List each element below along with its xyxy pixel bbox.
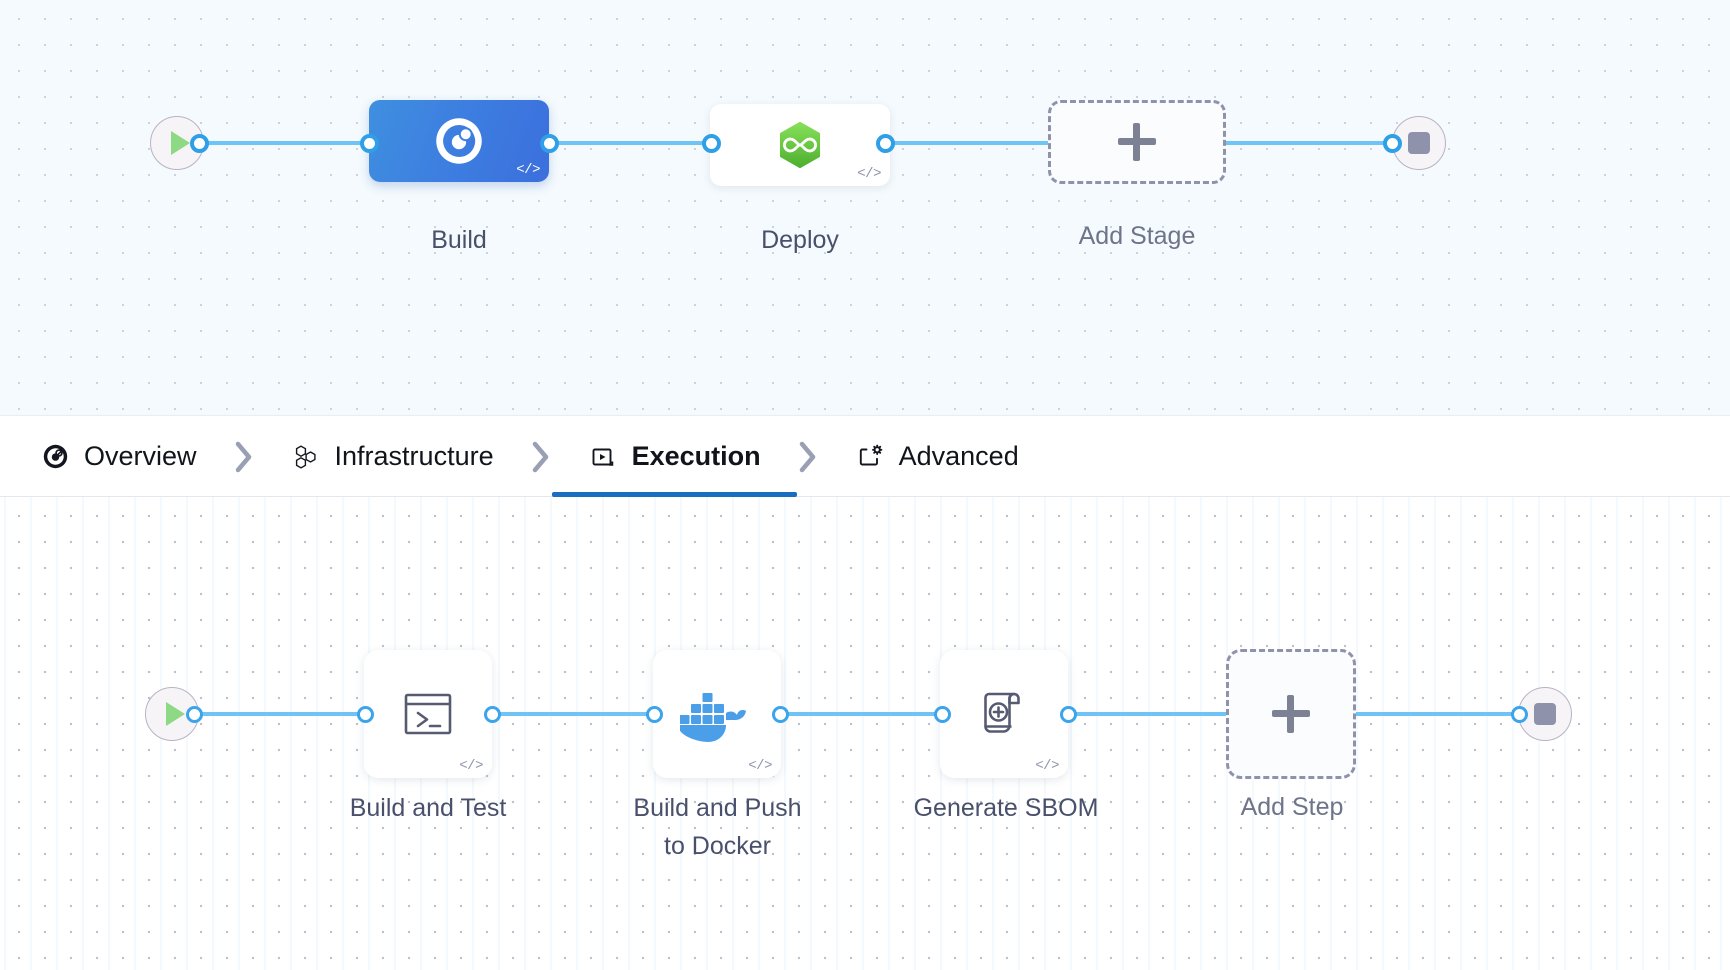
- connector-dot-start-out: [190, 134, 209, 153]
- code-badge-icon: </>: [1035, 758, 1059, 774]
- play-box-icon: [588, 442, 618, 472]
- connector-dot-sbom-in: [934, 706, 951, 723]
- honeycomb-icon: [291, 442, 321, 472]
- step-node-build-and-test[interactable]: </>: [364, 650, 492, 778]
- tab-advanced[interactable]: Advanced: [849, 417, 1025, 497]
- tab-execution[interactable]: Execution: [551, 417, 797, 497]
- connector-dot-step-start-out: [186, 706, 203, 723]
- stage-node-build[interactable]: </>: [369, 100, 549, 182]
- docker-icon: [680, 693, 746, 742]
- connector-docker-to-sbom: [772, 712, 944, 716]
- step-label-build-and-push-docker: Build and Push to Docker: [633, 794, 802, 860]
- connector-dot-build-in: [360, 134, 379, 153]
- step-end-node[interactable]: [1518, 687, 1572, 741]
- connector-start-to-build: [198, 141, 380, 145]
- connector-dot-deploy-out: [876, 134, 895, 153]
- terminal-icon: [404, 693, 452, 735]
- pipeline-start-node[interactable]: [150, 116, 204, 170]
- step-node-generate-sbom[interactable]: </>: [940, 650, 1068, 778]
- connector-addstep-to-end: [1352, 712, 1520, 716]
- stage-node-deploy[interactable]: </>: [710, 104, 890, 186]
- add-step-label: Add Step: [1240, 793, 1344, 821]
- step-label-build-and-test: Build and Test: [349, 794, 507, 822]
- code-badge-icon: </>: [748, 758, 772, 774]
- connector-sbom-to-addstep: [1060, 712, 1235, 716]
- connector-buildtest-to-docker: [484, 712, 654, 716]
- tab-separator-chevron: [767, 440, 849, 474]
- ci-pie-icon: [40, 442, 70, 472]
- sbom-scroll-icon: [984, 692, 1020, 733]
- connector-dot-buildtest-out: [484, 706, 501, 723]
- stage-config-tabs: Overview Infrastructure: [0, 417, 1730, 497]
- cd-module-icon: [779, 121, 821, 169]
- stop-icon: [1408, 132, 1430, 154]
- step-node-build-and-push-docker[interactable]: </>: [653, 650, 781, 778]
- add-stage-label: Add Stage: [1078, 222, 1196, 250]
- stop-icon: [1534, 703, 1556, 725]
- code-badge-icon: </>: [857, 166, 881, 182]
- connector-dot-sbom-out: [1060, 706, 1077, 723]
- tab-execution-label: Execution: [631, 441, 761, 471]
- add-step-button[interactable]: [1226, 649, 1356, 779]
- plus-icon: [1118, 123, 1156, 161]
- connector-build-to-deploy: [540, 141, 720, 145]
- tab-separator-chevron: [500, 440, 582, 474]
- stage-label-build: Build: [431, 226, 487, 254]
- connector-dot-step-end-in: [1511, 706, 1528, 723]
- step-label-generate-sbom: Generate SBOM: [913, 794, 1099, 822]
- add-stage-button[interactable]: [1048, 100, 1226, 184]
- connector-addstage-to-end: [1222, 141, 1422, 145]
- ci-module-icon: [436, 118, 482, 164]
- tab-infrastructure-label: Infrastructure: [334, 441, 494, 471]
- connector-dot-build-out: [540, 134, 559, 153]
- tab-overview-label: Overview: [84, 441, 197, 471]
- code-badge-icon: </>: [516, 162, 540, 178]
- connector-dot-docker-out: [772, 706, 789, 723]
- connector-dot-docker-in: [646, 706, 663, 723]
- play-icon: [165, 702, 185, 726]
- code-badge-icon: </>: [459, 758, 483, 774]
- plus-icon: [1272, 695, 1310, 733]
- step-canvas[interactable]: </> Build and Test </>: [0, 497, 1730, 970]
- stage-canvas[interactable]: </> Build </> Deploy Add Stage: [0, 0, 1730, 416]
- connector-start-to-buildtest: [192, 712, 382, 716]
- connector-dot-buildtest-in: [357, 706, 374, 723]
- connector-dot-deploy-in: [702, 134, 721, 153]
- play-icon: [170, 131, 190, 155]
- tab-separator-chevron: [203, 440, 285, 474]
- connector-deploy-to-addstage: [876, 141, 1066, 145]
- tab-advanced-label: Advanced: [898, 441, 1019, 471]
- box-gear-icon: [855, 442, 885, 472]
- stage-label-deploy: Deploy: [761, 226, 839, 254]
- tab-infrastructure[interactable]: Infrastructure: [285, 417, 500, 497]
- tab-overview[interactable]: Overview: [34, 417, 203, 497]
- connector-dot-end-in: [1383, 134, 1402, 153]
